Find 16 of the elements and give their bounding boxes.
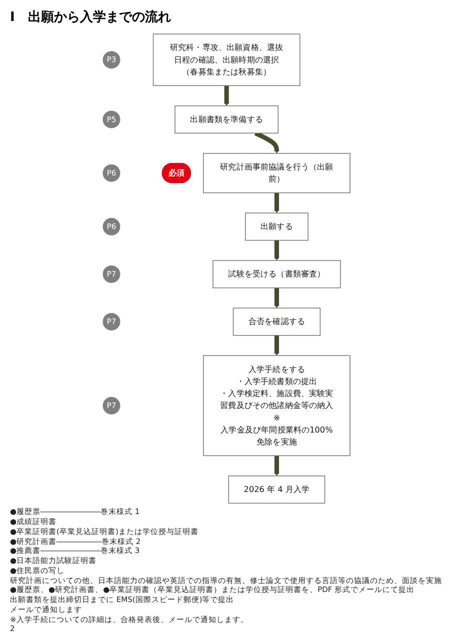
node-box: 研究計画事前協議を行う（出願前） [203,152,350,194]
arrow [274,455,279,476]
node-box: 2026 年 4 月入学 [228,476,326,504]
node-box: 入学手続をする ・入学手続書類の提出 ・入学検定料、施設費、実験実習費及びその他諸納金等の納入※ 入学金及び年間授業料の100%免除を実施 [203,355,350,456]
arrow [254,131,279,154]
node-box: 出願する [245,212,308,241]
node-box: 研究科・専攻、出願資格、選抜日程の確認、出願時期の選択（春募集または秋募集） [152,34,300,86]
arrow [274,192,279,214]
arrow [274,334,279,356]
node-box: 合否を確認する [232,308,321,336]
title: I 出願から入学までの流れ [10,8,172,26]
arrow [274,240,279,261]
arrow [224,85,229,106]
node-box: 出願書類を準備する [174,105,279,134]
node-box: 試験を受ける（書類審査） [212,260,341,288]
arrow [274,287,279,308]
